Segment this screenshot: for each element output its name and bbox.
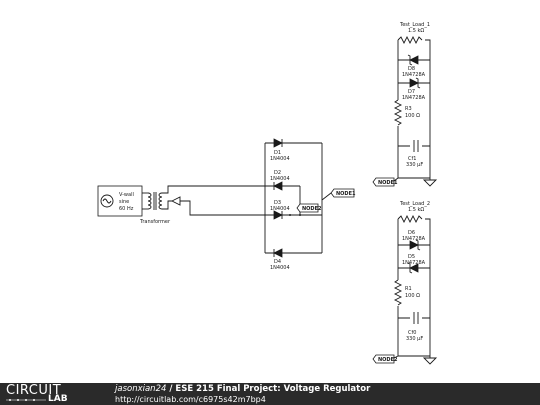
source-label-2: sine	[119, 199, 129, 205]
ground-symbol-load2	[422, 356, 438, 365]
ground-symbol-load1	[422, 178, 438, 187]
load1-node-flag[interactable]: NODE1	[372, 177, 398, 187]
project-url[interactable]: http://circuitlab.com/c6975s42m7bp4	[115, 395, 266, 404]
svg-text:Cf0: Cf0	[408, 330, 416, 336]
footer-bar: CIRCUIT LAB jasonxian24 / ESE 215 Final …	[0, 383, 540, 405]
transformer-label: Transformer	[139, 219, 171, 225]
transformer[interactable]: Transformer	[139, 192, 171, 225]
d2-name: D2	[274, 170, 281, 176]
load1-res-top: 1.5 kΩ	[408, 28, 424, 34]
svg-text:R3: R3	[405, 106, 412, 112]
svg-text:1N4728A: 1N4728A	[402, 95, 426, 101]
svg-text:Cf1: Cf1	[408, 156, 416, 162]
diode-d2[interactable]: D2 1N4004	[270, 170, 290, 191]
svg-text:D6: D6	[408, 230, 415, 236]
node2-flag-bridge[interactable]: NODE2	[296, 203, 322, 213]
source-label-3: 60 Hz	[119, 206, 134, 212]
title-separator: /	[166, 384, 176, 394]
svg-text:NODE1: NODE1	[336, 191, 356, 197]
svg-text:D5: D5	[408, 254, 415, 260]
circuitlab-logo[interactable]: CIRCUIT LAB	[6, 384, 96, 404]
svg-text:NODE2: NODE2	[378, 357, 398, 363]
zener-d6[interactable]	[409, 240, 419, 250]
load2-resistor-r1[interactable]	[393, 279, 403, 306]
test-load-2: Test_Load_2 1.5 kΩ D6 1N4728A D5 1N4728A…	[372, 201, 438, 365]
svg-text:D8: D8	[408, 66, 415, 72]
source-label-1: V-wall	[119, 192, 134, 198]
project-title: ESE 215 Final Project: Voltage Regulator	[175, 384, 371, 394]
svg-text:330 µF: 330 µF	[406, 162, 423, 168]
diode-d1[interactable]: D1 1N4004	[270, 138, 290, 162]
logo-circuit-text: CIRCUIT	[6, 383, 62, 398]
load2-resistor-top[interactable]	[397, 214, 423, 224]
svg-text:100 Ω: 100 Ω	[405, 113, 420, 119]
zener-d7[interactable]	[409, 78, 419, 88]
svg-text:D7: D7	[408, 89, 415, 95]
ground-symbol-transformer	[170, 196, 181, 206]
diode-d4[interactable]: D4 1N4004	[270, 248, 290, 271]
load1-resistor-r3[interactable]	[393, 99, 403, 126]
load2-node-flag[interactable]: NODE2	[372, 354, 398, 364]
svg-text:1N4728A: 1N4728A	[402, 236, 426, 242]
load2-title: Test_Load_2	[399, 201, 430, 207]
d2-part: 1N4004	[270, 176, 290, 182]
svg-text:NODE2: NODE2	[302, 206, 322, 212]
svg-text:100 Ω: 100 Ω	[405, 293, 420, 299]
svg-text:1N4728A: 1N4728A	[402, 72, 426, 78]
svg-text:NODE1: NODE1	[378, 180, 398, 186]
load2-res-top: 1.5 kΩ	[408, 207, 424, 213]
svg-text:330 µF: 330 µF	[406, 336, 423, 342]
logo-lab-text: LAB	[48, 394, 68, 404]
footer-title: jasonxian24 / ESE 215 Final Project: Vol…	[115, 384, 370, 394]
test-load-1: Test_Load_1 1.5 kΩ D8 1N4728A D7 1N4728A…	[372, 22, 438, 187]
svg-text:R1: R1	[405, 286, 412, 292]
d3-part: 1N4004	[270, 206, 290, 212]
ac-source[interactable]: V-wall sine 60 Hz	[97, 185, 143, 217]
svg-text:1N4728A: 1N4728A	[402, 260, 426, 266]
diode-d3[interactable]: D3 1N4004	[270, 200, 290, 220]
d1-name: D1	[274, 150, 281, 156]
schematic-diagram: V-wall sine 60 Hz Transformer D1 1N4004 …	[97, 22, 438, 365]
author-name[interactable]: jasonxian24	[115, 384, 167, 394]
zener-d5[interactable]	[409, 263, 419, 273]
zener-d8[interactable]	[409, 55, 419, 65]
load1-resistor-top[interactable]	[397, 35, 423, 45]
load1-title: Test_Load_1	[399, 22, 430, 28]
d4-name: D4	[274, 259, 281, 265]
node1-flag-bridge[interactable]: NODE1	[330, 188, 356, 198]
logo-trace-icon	[6, 399, 46, 401]
d3-name: D3	[274, 200, 281, 206]
d1-part: 1N4004	[270, 156, 290, 162]
d4-part: 1N4004	[270, 265, 290, 271]
